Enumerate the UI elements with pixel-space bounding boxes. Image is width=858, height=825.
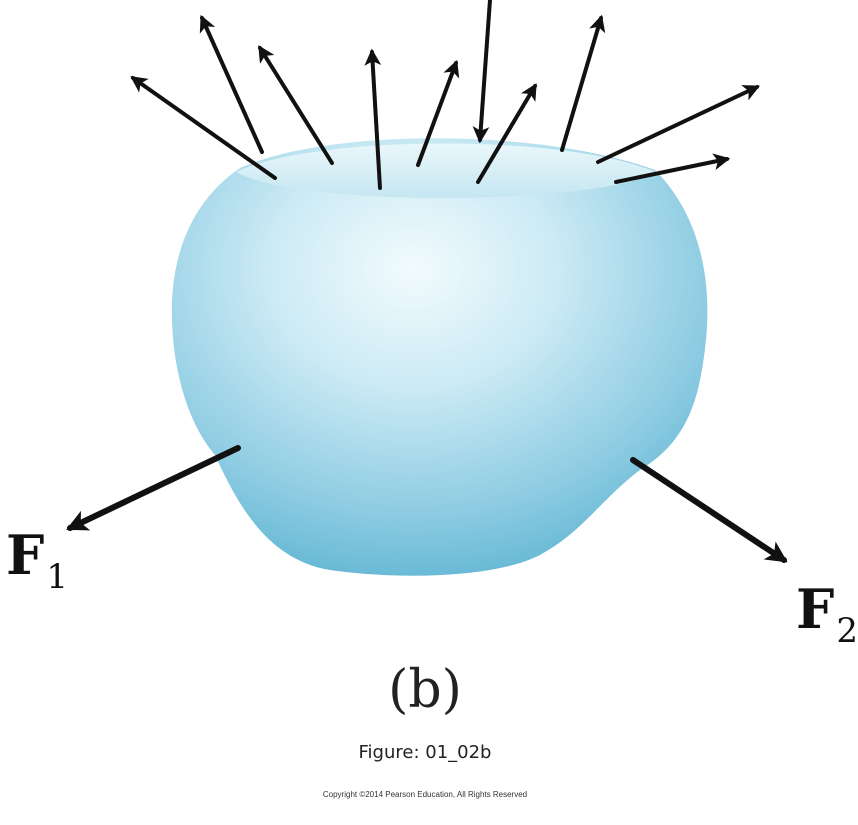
force-label-f1: F1 (6, 528, 68, 594)
force-subscript: 2 (836, 611, 858, 651)
surface-arrow (560, 14, 606, 152)
panel-letter: (b) (388, 660, 462, 720)
surface-arrow (258, 45, 334, 165)
force-label-f2: F2 (796, 582, 858, 648)
surface-arrow (476, 83, 537, 184)
copyright-notice: Copyright ©2014 Pearson Education, All R… (322, 790, 528, 799)
surface-arrow (596, 85, 761, 164)
surface-force-arrows (130, 0, 761, 190)
surface-arrow (130, 76, 277, 180)
figure-caption: Figure: 01_02b (358, 742, 492, 763)
force-symbol: F (796, 577, 835, 641)
force-arrow-f2 (630, 457, 788, 563)
fluid-body (171, 138, 708, 576)
top-surface (236, 143, 656, 198)
force-subscript: 1 (46, 557, 68, 597)
surface-arrow (472, 0, 492, 144)
surface-arrow (614, 153, 731, 184)
body-force-arrows (66, 445, 788, 563)
surface-arrow (416, 59, 460, 167)
surface-arrow (199, 14, 264, 154)
force-arrow-f1 (66, 445, 241, 531)
surface-arrow (364, 48, 382, 190)
force-symbol: F (6, 523, 45, 587)
